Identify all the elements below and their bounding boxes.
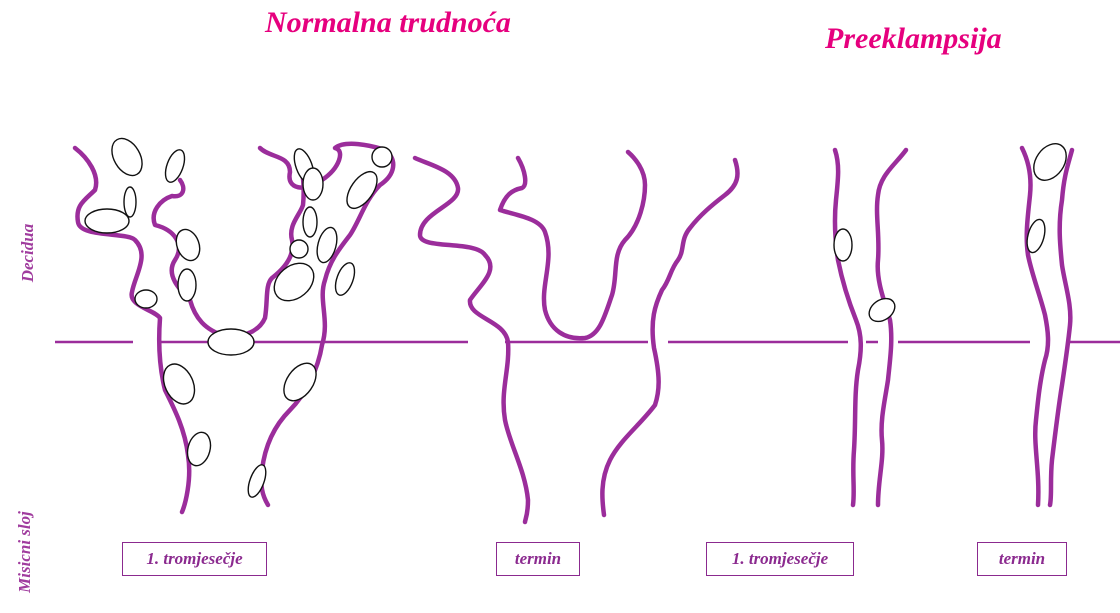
vessel-preeclampsia-first-trimester [835,150,906,505]
trophoblast-cells-normal-first [85,133,392,499]
label-preeclampsia-term: termin [977,542,1067,576]
label-normal-first-trimester: 1. tromjesečje [122,542,267,576]
vessel-preeclampsia-term [1022,148,1072,505]
vessel-normal-term [415,152,738,522]
label-normal-term: termin [496,542,580,576]
label-preeclampsia-first-trimester: 1. tromjesečje [706,542,854,576]
vessel-normal-first-trimester [75,144,393,512]
